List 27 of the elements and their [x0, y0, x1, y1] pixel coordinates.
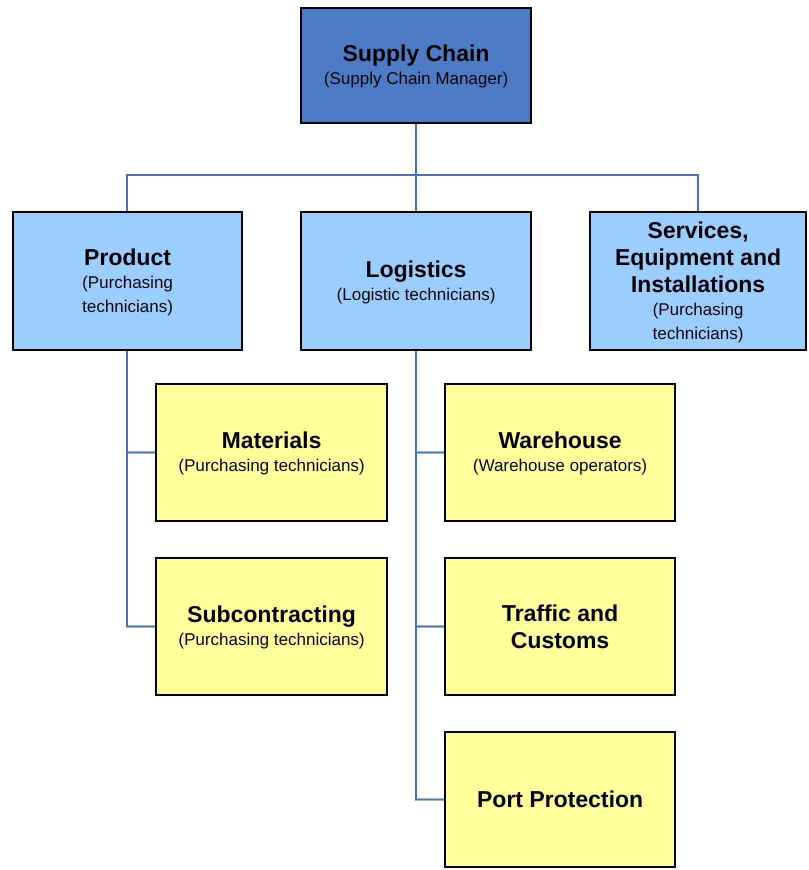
- connector-line: [126, 351, 155, 628]
- box-title: Port Protection: [476, 786, 644, 813]
- org-box: [155, 557, 388, 696]
- box-subtitle: (Purchasing technicians): [652, 298, 744, 344]
- box-title: Supply Chain: [342, 40, 490, 67]
- org-box: [155, 383, 388, 522]
- org-box: [300, 211, 532, 351]
- box-title: Product: [84, 244, 171, 270]
- box-subtitle: (Warehouse operators): [472, 455, 648, 477]
- box-subtitle: (Supply Chain Manager): [324, 68, 508, 90]
- org-box: [300, 7, 532, 124]
- box-title: Materials: [222, 427, 322, 454]
- box-subtitle: (Purchasing technicians): [81, 272, 174, 318]
- org-box: [12, 211, 243, 351]
- box-subtitle: (Purchasing technicians): [178, 629, 365, 651]
- box-title: Subcontracting: [187, 601, 356, 628]
- org-box: [589, 211, 807, 351]
- box-subtitle: (Purchasing technicians): [178, 455, 365, 477]
- box-title: Warehouse: [498, 427, 622, 454]
- org-box: [444, 383, 676, 522]
- box-title: Logistics: [366, 256, 466, 282]
- org-box: [444, 731, 676, 868]
- connector-line: [415, 124, 699, 211]
- org-box: [444, 557, 676, 696]
- box-subtitle: (Logistic technicians): [336, 284, 496, 306]
- box-title: Traffic and Customs: [500, 600, 620, 654]
- box-title: Services, Equipment and Installations: [614, 216, 782, 298]
